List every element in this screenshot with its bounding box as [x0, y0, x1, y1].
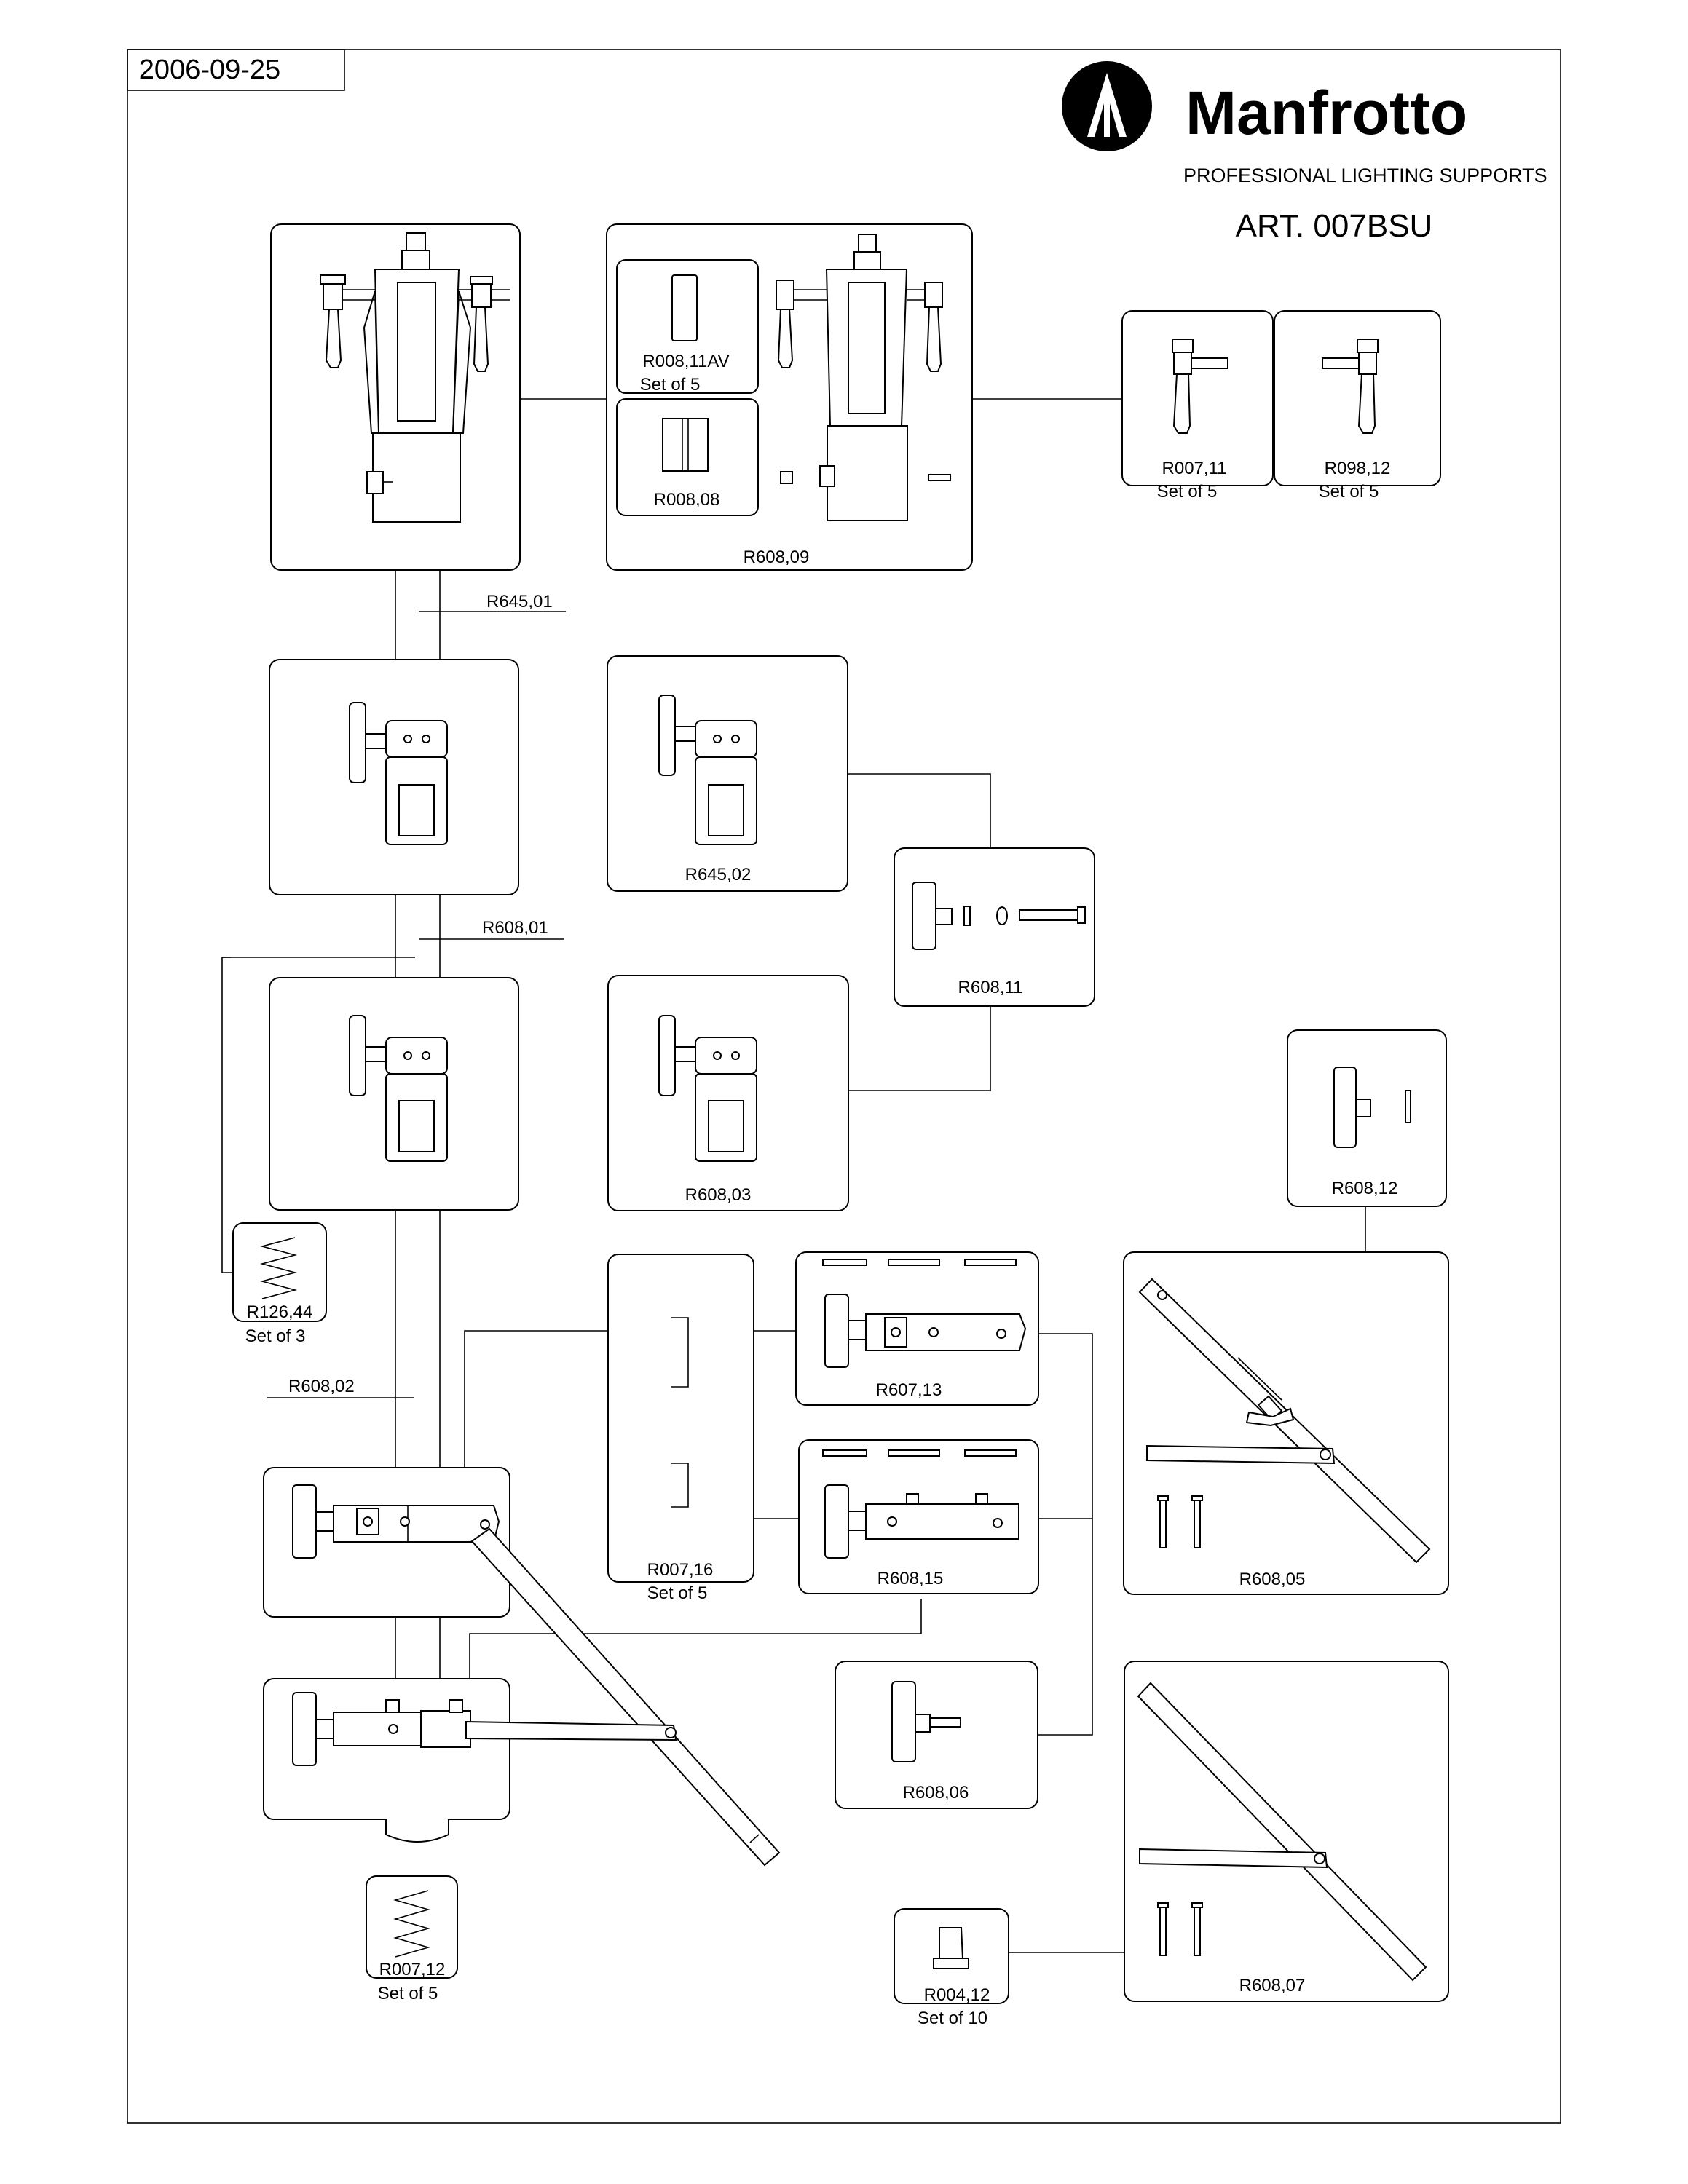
part-qty-r007-16: Set of 5	[647, 1583, 708, 1603]
part-code-r645-01: R645,01	[486, 592, 553, 612]
brand-tagline: PROFESSIONAL LIGHTING SUPPORTS	[1183, 165, 1547, 186]
part-code-r608-07: R608,07	[1239, 1976, 1306, 1995]
part-code-r608-02: R608,02	[288, 1377, 355, 1396]
part-code-r607-13: R607,13	[876, 1380, 942, 1400]
part-code-r608-05: R608,05	[1239, 1570, 1306, 1589]
upper-collar-box	[269, 659, 519, 895]
part-code-r608-03: R608,03	[685, 1185, 752, 1205]
article-number: ART. 007BSU	[1236, 208, 1433, 244]
clip-kit-box: R007,16 Set of 5	[607, 1254, 754, 1603]
part-code-r007-16: R007,16	[647, 1560, 714, 1580]
r608-03-box: R608,03	[607, 975, 849, 1211]
leg-assembly-box-r608-07: R608,07	[1124, 1661, 1449, 2002]
part-qty-r007-11: Set of 5	[1157, 482, 1218, 502]
date-box: 2006-09-25	[127, 49, 345, 91]
spring-box-r126-44: R126,44 Set of 3	[232, 1222, 327, 1346]
leg-assembly-box-r608-05: R608,05	[1123, 1251, 1449, 1595]
document-date: 2006-09-25	[139, 55, 280, 85]
sheet-border	[127, 49, 1561, 2124]
part-qty-r098-12: Set of 5	[1319, 482, 1379, 502]
part-code-r008-08: R008,08	[654, 490, 720, 510]
part-code-r645-02: R645,02	[685, 865, 752, 885]
part-qty-r126-44: Set of 3	[245, 1326, 306, 1346]
head-spare-parts-box: R008,11AV Set of 5 R008,08 R608,09	[606, 223, 973, 571]
part-code-r608-01: R608,01	[482, 918, 548, 938]
part-code-r608-12: R608,12	[1332, 1179, 1398, 1198]
knob-box-r608-06: R608,06	[835, 1661, 1038, 1809]
part-code-r608-06: R608,06	[903, 1783, 969, 1803]
leg-tube	[465, 1527, 781, 1867]
part-qty-r007-12: Set of 5	[378, 1984, 438, 2003]
knob-kit-box: R608,11	[894, 847, 1095, 1007]
lower-leg-bracket-box	[263, 1678, 510, 1820]
part-qty-r008-11av: Set of 5	[640, 375, 701, 395]
part-code-r608-09: R608,09	[744, 547, 810, 567]
manfrotto-logo: Manfrotto PROFESSIONAL LIGHTING SUPPORTS	[1062, 61, 1547, 186]
head-assembly-box	[270, 223, 521, 571]
foot-box-r004-12: R004,12 Set of 10	[894, 1908, 1009, 2028]
part-code-r098-12: R098,12	[1325, 459, 1391, 478]
knob-box-r608-12: R608,12	[1287, 1029, 1447, 1207]
part-code-r608-15: R608,15	[877, 1569, 944, 1588]
side-arm-left-box: R007,11 Set of 5	[1121, 310, 1274, 502]
part-code-r004-12: R004,12	[924, 1985, 990, 2005]
r645-02-box: R645,02	[607, 655, 848, 892]
middle-collar-box	[269, 977, 519, 1211]
part-code-r126-44: R126,44	[247, 1302, 313, 1322]
spring-box-r007-12: R007,12 Set of 5	[366, 1875, 458, 2003]
brand-name: Manfrotto	[1186, 79, 1467, 147]
upper-leg-bracket-box	[263, 1467, 510, 1618]
r608-15-box: R608,15	[798, 1439, 1039, 1594]
part-code-r007-12: R007,12	[379, 1960, 446, 1979]
part-code-r008-11av: R008,11AV	[642, 352, 729, 371]
part-qty-r004-12: Set of 10	[918, 2009, 987, 2028]
part-code-r007-11: R007,11	[1162, 459, 1227, 478]
part-code-r608-11: R608,11	[958, 978, 1023, 997]
side-arm-right-box: R098,12 Set of 5	[1274, 310, 1441, 502]
r607-13-box: R607,13	[795, 1251, 1039, 1406]
